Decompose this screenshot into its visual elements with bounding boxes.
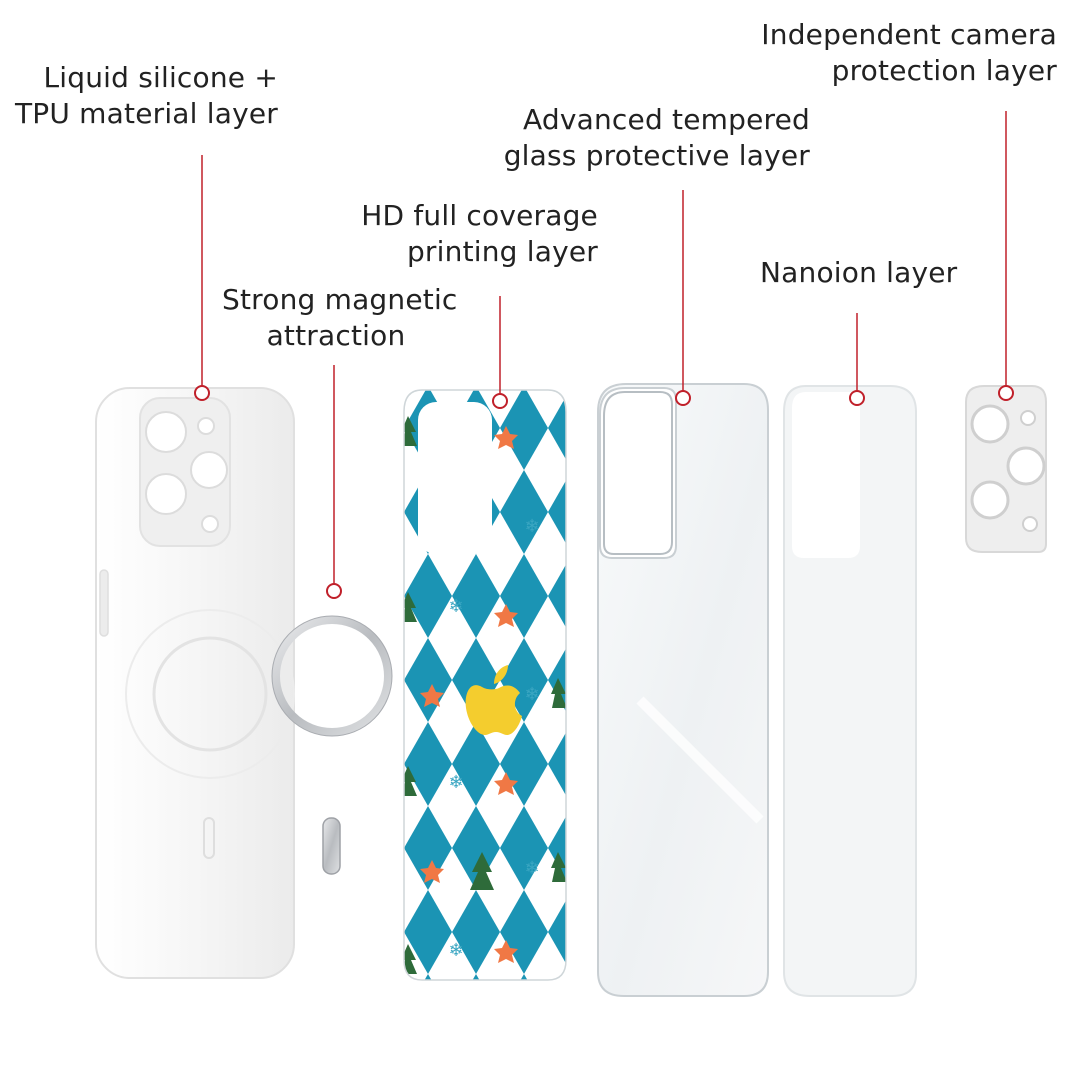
callout-dot: [849, 390, 865, 406]
case-alignment-slot: [203, 817, 215, 859]
magnet-ring-edge: [271, 615, 393, 737]
camera-protector-sensor: [1022, 516, 1038, 532]
star-icon: [494, 604, 518, 627]
star-icon: [494, 940, 518, 963]
callout-dot: [492, 393, 508, 409]
case-magsafe-circle: [152, 636, 268, 752]
nanoion-layer: [783, 385, 917, 997]
camera-protector-lens: [970, 404, 1010, 444]
snowflake-icon: ❄: [524, 858, 539, 879]
apple-logo-icon: [465, 665, 522, 735]
magnetic-ring: [271, 615, 393, 875]
star-icon: [420, 684, 444, 707]
snowflake-icon: ❄: [524, 684, 539, 705]
case-mic-hole: [201, 515, 219, 533]
case-magsafe-outer: [125, 609, 295, 779]
tree-icon: [404, 766, 417, 796]
case-side-button: [99, 569, 109, 637]
glass-reflection: [636, 696, 764, 824]
case-flash-hole: [197, 417, 215, 435]
tempered-glass-layer: [597, 383, 769, 997]
label-magnetic-attraction: Strong magnetic attraction: [222, 283, 458, 352]
glass-panel: [597, 383, 769, 997]
case-lens-hole: [190, 451, 228, 489]
nanoion-camera-cutout: [792, 392, 860, 558]
callout-dot: [326, 583, 342, 599]
tree-icon: [551, 678, 566, 708]
callout-dot: [998, 385, 1014, 401]
magnet-ring: [272, 616, 392, 736]
snowflake-icon: ❄: [448, 940, 463, 961]
tree-icon: [404, 592, 417, 622]
callout-dot: [194, 385, 210, 401]
tree-icon: [404, 416, 417, 446]
camera-protector-lens: [970, 480, 1010, 520]
camera-protector-lens: [1006, 446, 1046, 486]
star-icon: [494, 426, 518, 449]
label-camera-protection-layer: Independent camera protection layer: [761, 18, 1057, 87]
star-icon: [420, 860, 444, 883]
label-nanoion-layer: Nanoion layer: [760, 256, 958, 289]
snowflake-icon: ❄: [448, 596, 463, 617]
camera-protector-flash: [1020, 410, 1036, 426]
tree-icon: [551, 852, 566, 882]
snowflake-icon: ❄: [448, 772, 463, 793]
magnet-alignment-bar: [322, 817, 341, 875]
printing-layer: ❄ ❄ ❄ ❄ ❄ ❄: [403, 389, 567, 981]
snowflake-icon: ❄: [524, 516, 539, 537]
printing-camera-cutout: [418, 402, 492, 554]
callouts: [194, 111, 1014, 599]
camera-protection-layer: [965, 385, 1047, 553]
glass-camera-cutout: [603, 391, 673, 555]
label-tempered-glass-layer: Advanced tempered glass protective layer: [503, 103, 810, 172]
case-lens-hole: [145, 473, 187, 515]
silicone-case: [95, 387, 295, 979]
label-silicone-tpu-layer: Liquid silicone + TPU material layer: [15, 61, 278, 130]
printing-layer-outline: [403, 389, 567, 981]
tree-icon: [470, 852, 494, 890]
star-icon: [494, 772, 518, 795]
case-lens-hole: [145, 411, 187, 453]
callout-dot: [675, 390, 691, 406]
label-printing-layer: HD full coverage printing layer: [361, 199, 598, 268]
